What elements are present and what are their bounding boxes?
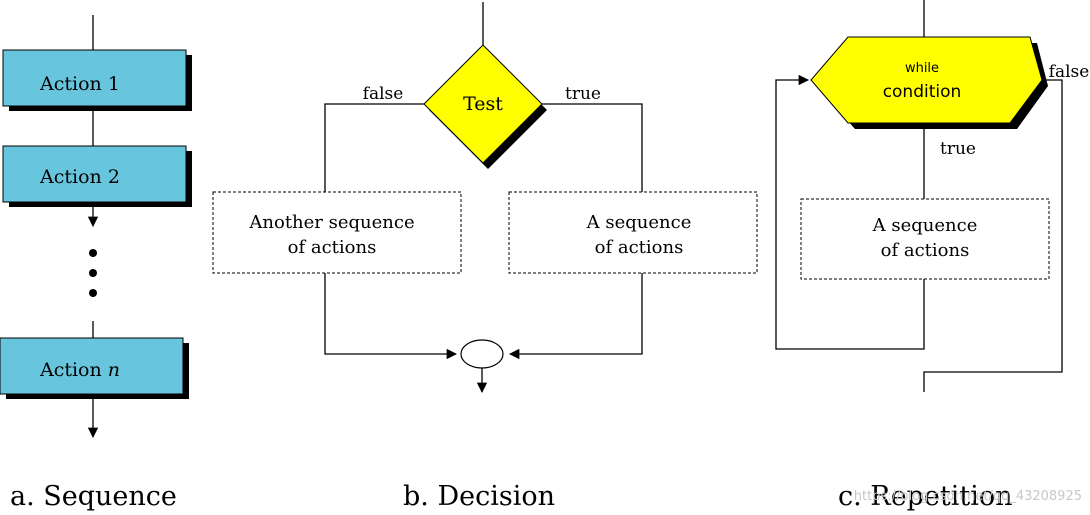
repetition-caption: c. Repetition [838, 481, 1012, 512]
repetition-panel: while condition false true A sequence of… [775, 0, 1090, 512]
action1-box [2, 49, 187, 107]
decision-true-label: true [565, 84, 601, 104]
true-branch-line [542, 103, 643, 192]
condition-hexagon [810, 36, 1043, 124]
repetition-false-label: false [1049, 62, 1090, 82]
loop-box-line-1: A sequence [872, 215, 978, 236]
false-sequence-box [212, 191, 462, 274]
merge-point-oval [460, 339, 504, 369]
ellipsis-dot-1 [89, 249, 97, 257]
condition-label: condition [883, 82, 962, 102]
sequence-caption: a. Sequence [10, 481, 177, 512]
decision-false-label: false [363, 84, 404, 104]
test-diamond [423, 44, 543, 164]
true-box-line-1: A sequence [586, 212, 692, 233]
true-sequence-box [508, 191, 758, 274]
true-box-line-2: of actions [595, 237, 684, 258]
decision-caption: b. Decision [403, 481, 555, 512]
repetition-true-label: true [940, 139, 976, 159]
action1-label: Action 1 [39, 73, 120, 95]
decision-panel: Test false true Another sequence of acti… [212, 2, 758, 512]
action2-label: Action 2 [39, 166, 120, 188]
true-merge-arrow [508, 273, 643, 360]
ellipsis-dot-2 [89, 269, 97, 277]
actionN-label: Action n [39, 359, 120, 381]
false-branch-line [324, 103, 424, 192]
false-merge-arrow [324, 273, 458, 360]
false-box-line-1: Another sequence [248, 212, 414, 233]
test-label: Test [463, 93, 503, 115]
action2-box [2, 145, 187, 203]
sequence-panel: Action 1 Action 2 Action n a. Sequence [0, 15, 192, 512]
actionN-box [0, 337, 184, 395]
watermark-text: https://blog.csdn.net/qq_43208925 [854, 489, 1082, 504]
loop-body-box [800, 198, 1050, 280]
while-label: while [905, 61, 939, 76]
loop-exit-line [923, 79, 1063, 392]
ellipsis-dot-3 [89, 289, 97, 297]
false-box-line-2: of actions [288, 237, 377, 258]
loop-box-line-2: of actions [881, 240, 970, 261]
loop-back-arrow [775, 74, 925, 350]
